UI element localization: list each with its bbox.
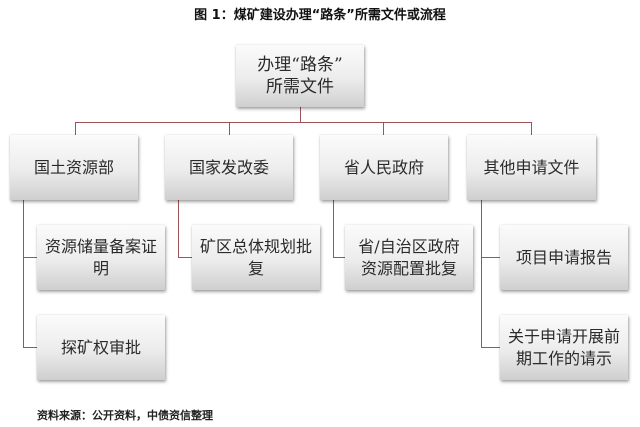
root-node-line2: 所需文件	[266, 77, 334, 97]
node-other-application-docs: 其他申请文件	[467, 135, 596, 200]
node-project-application-report: 项目申请报告	[500, 225, 628, 290]
connector-provincial-trunk	[333, 200, 334, 258]
node-mining-area-plan-approval: 矿区总体规划批 复	[192, 225, 320, 290]
connector-other-docs-child1	[481, 257, 500, 258]
connector-root-down	[300, 107, 301, 122]
root-node-line1: 办理“路条”	[257, 55, 343, 75]
connector-land-resources-child2	[23, 347, 37, 348]
connector-land-resources-child1	[23, 257, 37, 258]
root-node: 办理“路条” 所需文件	[236, 45, 364, 107]
node-land-resources-ministry: 国土资源部	[10, 135, 138, 200]
node-provincial-resource-allocation: 省/自治区政府 资源配置批复	[345, 225, 473, 290]
figure-title: 图 1：煤矿建设办理“路条”所需文件或流程	[194, 8, 446, 23]
node-ndrc: 国家发改委	[165, 135, 293, 200]
connector-to-land-resources	[75, 122, 76, 135]
connector-to-provincial-gov	[383, 122, 384, 135]
connector-ndrc-child1	[178, 257, 192, 258]
connector-other-docs-trunk	[481, 200, 482, 348]
source-note: 资料来源：公开资料，中债资信整理	[37, 409, 213, 422]
node-reserve-filing-certificate: 资源储量备案证 明	[37, 225, 165, 290]
node-provincial-government: 省人民政府	[320, 135, 448, 200]
connector-other-docs-child2	[481, 347, 500, 348]
connector-level1-bus	[75, 122, 532, 123]
node-exploration-right-approval: 探矿权审批	[37, 315, 165, 380]
connector-provincial-child1	[333, 257, 345, 258]
node-preliminary-work-request: 关于申请开展前 期工作的请示	[500, 315, 628, 380]
connector-to-ndrc	[229, 122, 230, 135]
connector-ndrc-trunk	[178, 200, 179, 258]
connector-land-resources-trunk	[23, 200, 24, 348]
connector-to-other-docs	[531, 122, 532, 135]
